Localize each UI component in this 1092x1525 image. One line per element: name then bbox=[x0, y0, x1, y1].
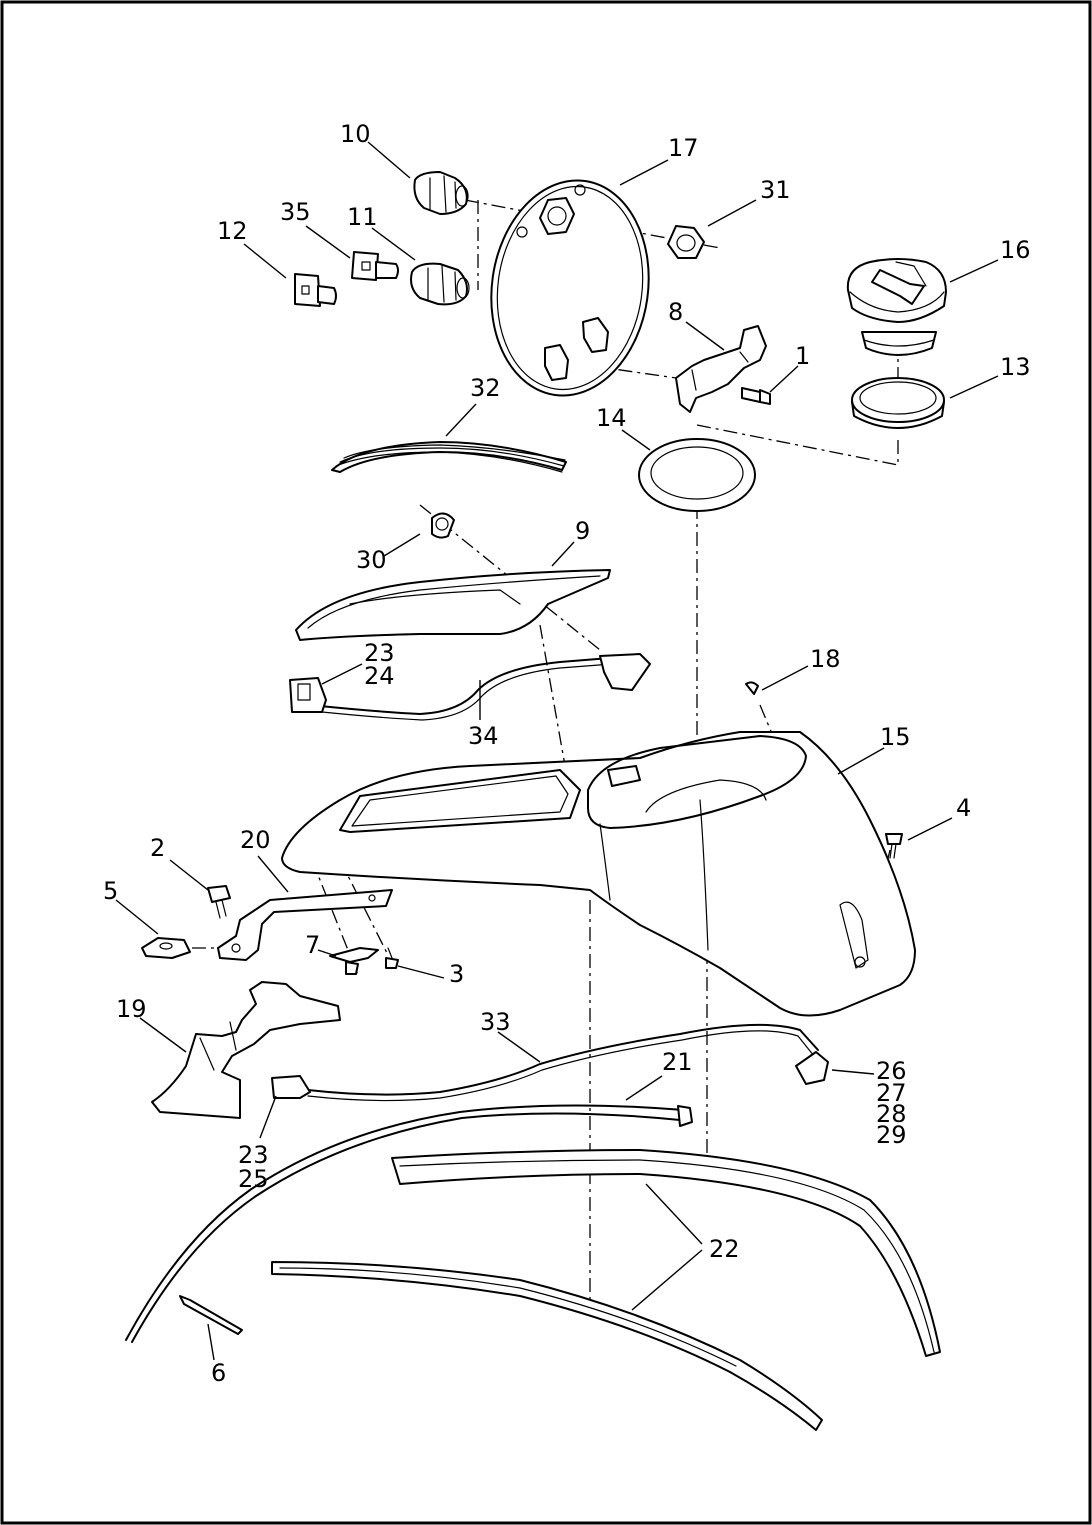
callout-15: 15 bbox=[880, 723, 911, 751]
callout-24: 24 bbox=[364, 662, 395, 690]
tie-strap-6-part bbox=[179, 1295, 243, 1335]
trim-channel-22-lower-part bbox=[271, 1261, 823, 1431]
gasket-13-part bbox=[851, 377, 945, 429]
trim-channel-22-upper-part bbox=[391, 1149, 941, 1357]
console-cover-9-part bbox=[295, 569, 611, 641]
callout-1: 1 bbox=[795, 342, 810, 370]
clip-7-part bbox=[329, 947, 379, 975]
callout-33: 33 bbox=[480, 1008, 511, 1036]
harness-33-part bbox=[271, 1023, 829, 1102]
callout-26: 26 bbox=[876, 1057, 907, 1085]
screw-4-part bbox=[885, 833, 903, 859]
callout-28: 28 bbox=[876, 1100, 907, 1128]
harness-34-part bbox=[289, 653, 651, 721]
callout-11: 11 bbox=[347, 203, 378, 231]
bolt-2-part bbox=[207, 885, 231, 919]
callout-2: 2 bbox=[150, 834, 165, 862]
callout-32: 32 bbox=[470, 374, 501, 402]
grommet-10-part bbox=[413, 171, 469, 215]
callout-3: 3 bbox=[449, 960, 464, 988]
bracket-20-part bbox=[217, 889, 393, 961]
callout-23-upper: 23 bbox=[364, 639, 395, 667]
callout-21: 21 bbox=[662, 1048, 693, 1076]
fuel-cap-part bbox=[846, 258, 947, 356]
fastener-30-part bbox=[431, 512, 455, 539]
clip-12-part bbox=[294, 273, 337, 307]
callout-17: 17 bbox=[668, 134, 699, 162]
bracket-8-part bbox=[675, 325, 767, 413]
callout-labels: 10 17 31 35 11 12 16 8 1 13 32 14 9 30 2… bbox=[103, 120, 1031, 1387]
screw-1-part bbox=[741, 387, 771, 405]
trim-strip-32-part bbox=[331, 441, 567, 473]
plug-18-part bbox=[745, 681, 759, 695]
callout-14: 14 bbox=[596, 404, 627, 432]
callout-35: 35 bbox=[280, 198, 311, 226]
callout-5: 5 bbox=[103, 877, 118, 905]
callout-31: 31 bbox=[760, 176, 791, 204]
callout-4: 4 bbox=[956, 794, 971, 822]
callout-30: 30 bbox=[356, 546, 387, 574]
callout-29: 29 bbox=[876, 1121, 907, 1149]
grommet-11-part bbox=[410, 262, 470, 306]
washer-14-part bbox=[638, 438, 756, 512]
callout-6: 6 bbox=[211, 1359, 226, 1387]
hose-21-part bbox=[125, 1104, 693, 1343]
callout-8: 8 bbox=[668, 298, 683, 326]
clip-5-part bbox=[141, 937, 191, 959]
callout-7: 7 bbox=[305, 931, 320, 959]
callout-23-lower: 23 bbox=[238, 1141, 269, 1169]
callout-12: 12 bbox=[217, 217, 248, 245]
nut-31-part bbox=[667, 225, 705, 259]
mounting-plate-part bbox=[490, 179, 650, 397]
screw-3-part bbox=[385, 947, 399, 969]
callout-16: 16 bbox=[1000, 236, 1031, 264]
callout-34: 34 bbox=[468, 722, 499, 750]
callout-18: 18 bbox=[810, 645, 841, 673]
callout-20: 20 bbox=[240, 826, 271, 854]
clip-35-part bbox=[351, 251, 399, 281]
callout-25: 25 bbox=[238, 1165, 269, 1193]
callout-10: 10 bbox=[340, 120, 371, 148]
callout-13: 13 bbox=[1000, 353, 1031, 381]
callout-27: 27 bbox=[876, 1079, 907, 1107]
callout-19: 19 bbox=[116, 995, 147, 1023]
leader-lines bbox=[115, 141, 999, 1361]
bracket-19-part bbox=[151, 981, 341, 1119]
callout-22: 22 bbox=[709, 1235, 740, 1263]
console-body-15-part bbox=[281, 731, 916, 1017]
callout-9: 9 bbox=[575, 517, 590, 545]
